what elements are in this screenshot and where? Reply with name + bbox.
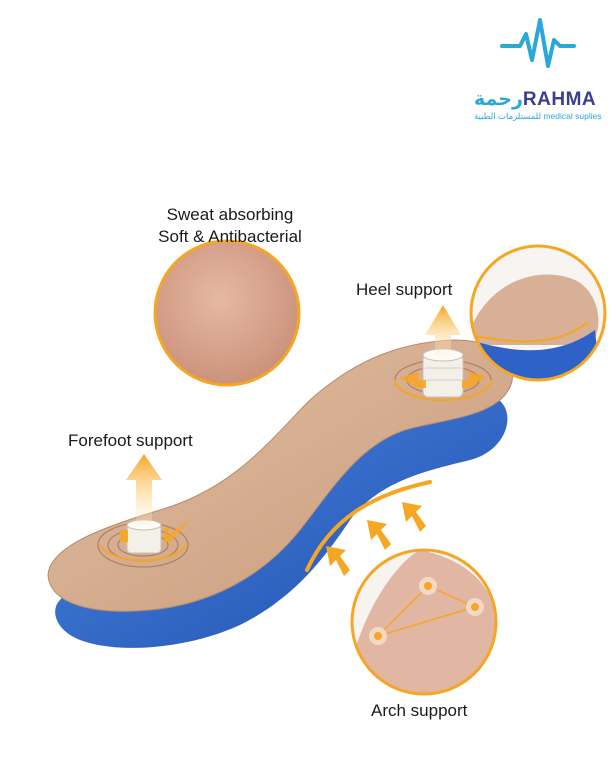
forefoot-arrow-up	[126, 454, 162, 526]
sweat-label-line1: Sweat absorbing	[166, 205, 294, 224]
logo-name-arabic: رحمة	[474, 89, 523, 110]
logo-name: رحمةRAHMA	[474, 88, 596, 111]
arch-zoom-circle	[350, 548, 498, 696]
arch-arc	[305, 480, 432, 572]
logo-tagline-latin: medical suplies	[543, 111, 602, 121]
heartbeat-logo-icon	[500, 18, 576, 68]
forefoot-arrow-left	[96, 520, 128, 542]
logo-tagline: للمستلزمات الطبية medical suplies	[474, 111, 602, 122]
texture-circle	[153, 239, 301, 387]
forefoot-arrow-right	[164, 520, 190, 542]
heel-support-label: Heel support	[356, 280, 453, 299]
arch-support-label: Arch support	[371, 701, 468, 720]
forefoot-support-label: Forefoot support	[68, 431, 193, 450]
rahma-logo: رحمةRAHMA للمستلزمات الطبية medical supl…	[470, 10, 610, 125]
logo-name-latin: RAHMA	[522, 89, 597, 110]
arch-arrows	[326, 502, 426, 576]
sweat-label-line2: Soft & Antibacterial	[158, 227, 302, 246]
heel-arrow-up	[425, 305, 461, 356]
insole-top	[47, 339, 514, 612]
heel-zoom-circle	[469, 244, 607, 382]
heel-arrow-right	[462, 372, 486, 388]
logo-tagline-arabic: للمستلزمات الطبية	[474, 111, 542, 121]
sweat-absorbing-label: Sweat absorbing Soft & Antibacterial	[145, 204, 315, 248]
heel-arrow-left	[400, 372, 426, 388]
heel-spring	[422, 348, 464, 398]
